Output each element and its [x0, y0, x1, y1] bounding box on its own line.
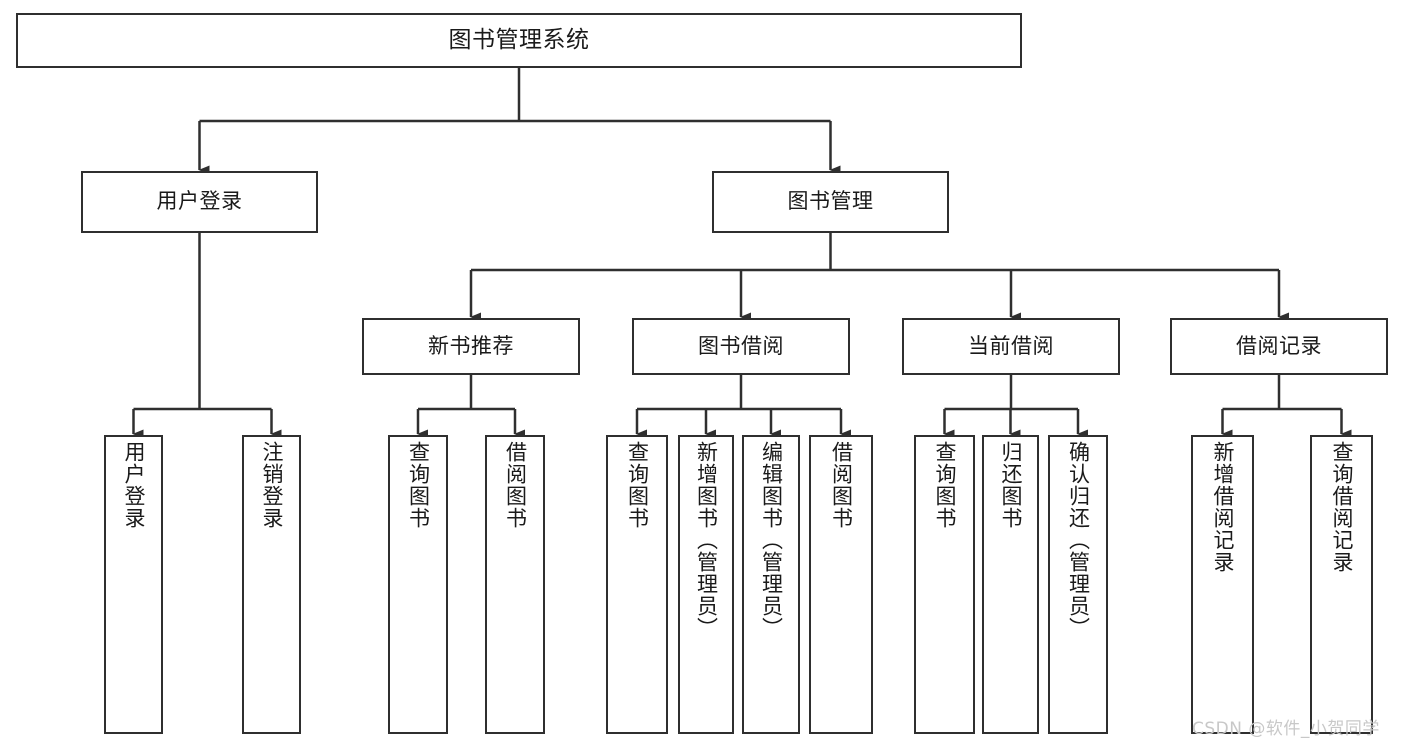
node-label: 查询图书 — [625, 441, 650, 529]
node-l2-0[interactable]: 用户登录 — [81, 171, 318, 233]
node-label: 当前借阅 — [968, 333, 1054, 358]
node-leaf-9[interactable]: 归还图书 — [982, 435, 1039, 734]
node-leaf-3[interactable]: 借阅图书 — [485, 435, 545, 734]
node-leaf-6[interactable]: 编辑图书（管理员） — [742, 435, 800, 734]
node-label: 归还图书 — [999, 441, 1023, 529]
node-leaf-12[interactable]: 查询借阅记录 — [1310, 435, 1373, 734]
node-root[interactable]: 图书管理系统 — [16, 13, 1022, 68]
node-leaf-2[interactable]: 查询图书 — [388, 435, 448, 734]
node-label: 查询图书 — [933, 441, 957, 529]
node-label: 确认归还（管理员） — [1066, 441, 1091, 639]
node-leaf-1[interactable]: 注销登录 — [242, 435, 301, 734]
node-label: 图书管理系统 — [448, 26, 590, 53]
node-label: 编辑图书（管理员） — [759, 441, 784, 639]
node-leaf-4[interactable]: 查询图书 — [606, 435, 668, 734]
edge-group — [132, 68, 1352, 439]
watermark-label: CSDN @软件_小贺同学 — [1192, 719, 1380, 739]
node-l3-3[interactable]: 借阅记录 — [1170, 318, 1388, 375]
node-label: 图书借阅 — [698, 333, 784, 358]
node-label: 借阅图书 — [829, 441, 854, 529]
node-label: 用户登录 — [156, 189, 243, 214]
node-l3-1[interactable]: 图书借阅 — [632, 318, 850, 375]
node-l3-2[interactable]: 当前借阅 — [902, 318, 1120, 375]
node-leaf-5[interactable]: 新增图书（管理员） — [678, 435, 734, 734]
node-label: 借阅记录 — [1236, 333, 1322, 358]
node-label: 用户登录 — [122, 441, 146, 529]
node-label: 图书管理 — [787, 189, 874, 214]
node-l2-1[interactable]: 图书管理 — [712, 171, 949, 233]
node-label: 查询图书 — [406, 441, 431, 529]
node-leaf-11[interactable]: 新增借阅记录 — [1191, 435, 1254, 734]
node-label: 借阅图书 — [503, 441, 528, 529]
node-leaf-0[interactable]: 用户登录 — [104, 435, 163, 734]
node-label: 新书推荐 — [428, 333, 514, 358]
node-leaf-7[interactable]: 借阅图书 — [809, 435, 873, 734]
node-label: 注销登录 — [260, 441, 284, 529]
node-label: 新增借阅记录 — [1211, 441, 1235, 573]
node-leaf-8[interactable]: 查询图书 — [914, 435, 975, 734]
node-label: 查询借阅记录 — [1330, 441, 1354, 573]
node-l3-0[interactable]: 新书推荐 — [362, 318, 580, 375]
node-leaf-10[interactable]: 确认归还（管理员） — [1048, 435, 1108, 734]
node-label: 新增图书（管理员） — [694, 441, 719, 639]
